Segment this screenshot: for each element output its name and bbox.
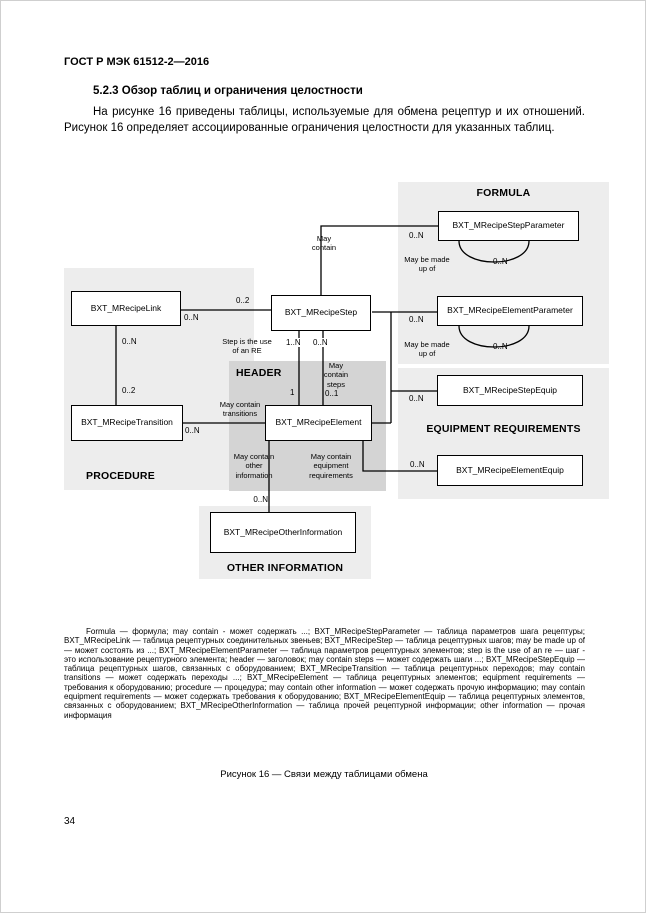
entity-label: BXT_MRecipeStep (284, 307, 358, 318)
entity-label: BXT_MRecipeTransition (81, 417, 173, 428)
entity-box-step-parameter: BXT_MRecipeStepParameter (438, 211, 579, 241)
header-region-title: HEADER (236, 367, 282, 379)
entity-box-element-parameter: BXT_MRecipeElementParameter (437, 296, 583, 326)
entity-label: BXT_MRecipeStepParameter (452, 220, 565, 231)
entity-label: BXT_MRecipeStepEquip (462, 384, 558, 395)
connector-stepparameter-self-loop (458, 240, 530, 263)
cardinality-step-equip: 0..N (409, 394, 424, 403)
section-heading: 5.2.3 Обзор таблиц и ограничения целостн… (93, 85, 363, 97)
connector-element-trunk (372, 312, 392, 424)
cardinality-step-element-upper-right: 0..N (312, 338, 329, 347)
entity-label: BXT_MRecipeElement (275, 417, 362, 428)
cardinality-step-element-upper-left: 1..N (285, 338, 302, 347)
document-header: ГОСТ Р МЭК 61512-2—2016 (64, 56, 210, 68)
relation-may-contain-other-information: May contain other information (233, 452, 275, 480)
entity-box-element: BXT_MRecipeElement (265, 405, 372, 441)
relation-may-contain: May contain (311, 234, 337, 253)
relation-may-contain-transitions: May contain transitions (219, 400, 261, 419)
relation-may-be-made-up-of-element: May be made up of (404, 340, 450, 359)
entity-box-transition: BXT_MRecipeTransition (71, 405, 183, 441)
cardinality-link-step-near-link: 0..N (184, 313, 199, 322)
figure-legend: Formula — формула; may contain - может с… (64, 627, 585, 720)
figure-caption: Рисунок 16 — Связи между таблицами обмен… (220, 769, 428, 780)
equipment-region-title: EQUIPMENT REQUIREMENTS (426, 423, 581, 435)
cardinality-transition-element: 0..N (185, 426, 200, 435)
relation-step-is-use-of-re: Step is the use of an RE (222, 337, 272, 356)
cardinality-step-parameter: 0..N (409, 231, 424, 240)
entity-box-step: BXT_MRecipeStep (271, 295, 371, 331)
entity-box-step-equip: BXT_MRecipeStepEquip (437, 375, 583, 406)
procedure-region-title: PROCEDURE (86, 470, 155, 482)
entity-label: BXT_MRecipeOtherInformation (223, 526, 343, 537)
formula-region-title: FORMULA (476, 187, 531, 199)
entity-box-other-information: BXT_MRecipeOtherInformation (210, 512, 356, 553)
cardinality-link-transition-near-transition: 0..2 (122, 386, 136, 395)
cardinality-step-element-lower-right: 0..1 (325, 389, 339, 398)
cardinality-other-information: 0..N (253, 495, 268, 504)
cardinality-element-parameter-self: 0..N (493, 342, 508, 351)
entity-box-element-equip: BXT_MRecipeElementEquip (437, 455, 583, 486)
other-information-region-title: OTHER INFORMATION (226, 562, 344, 574)
relation-may-contain-equipment-requirements: May contain equipment requirements (309, 452, 353, 480)
connector-element-elementequip (362, 441, 437, 472)
relation-may-be-made-up-of-step: May be made up of (404, 255, 450, 274)
cardinality-link-step-near-step: 0..2 (236, 296, 250, 305)
cardinality-step-element-lower-left: 1 (290, 388, 295, 397)
cardinality-link-transition-near-link: 0..N (122, 337, 137, 346)
intro-paragraph: На рисунке 16 приведены таблицы, использ… (64, 106, 585, 134)
page-number: 34 (64, 816, 76, 827)
connector-step-stepparameter (320, 225, 438, 295)
cardinality-step-parameter-self: 0..N (493, 257, 508, 266)
entity-box-link: BXT_MRecipeLink (71, 291, 181, 326)
entity-label: BXT_MRecipeLink (90, 302, 162, 313)
cardinality-element-equip: 0..N (410, 460, 425, 469)
entity-label: BXT_MRecipeElementParameter (447, 305, 573, 316)
entity-label: BXT_MRecipeElementEquip (456, 464, 564, 475)
connector-elementparameter-self-loop (458, 325, 530, 348)
relation-may-contain-steps: May contain steps (323, 361, 349, 389)
cardinality-element-parameter: 0..N (409, 315, 424, 324)
